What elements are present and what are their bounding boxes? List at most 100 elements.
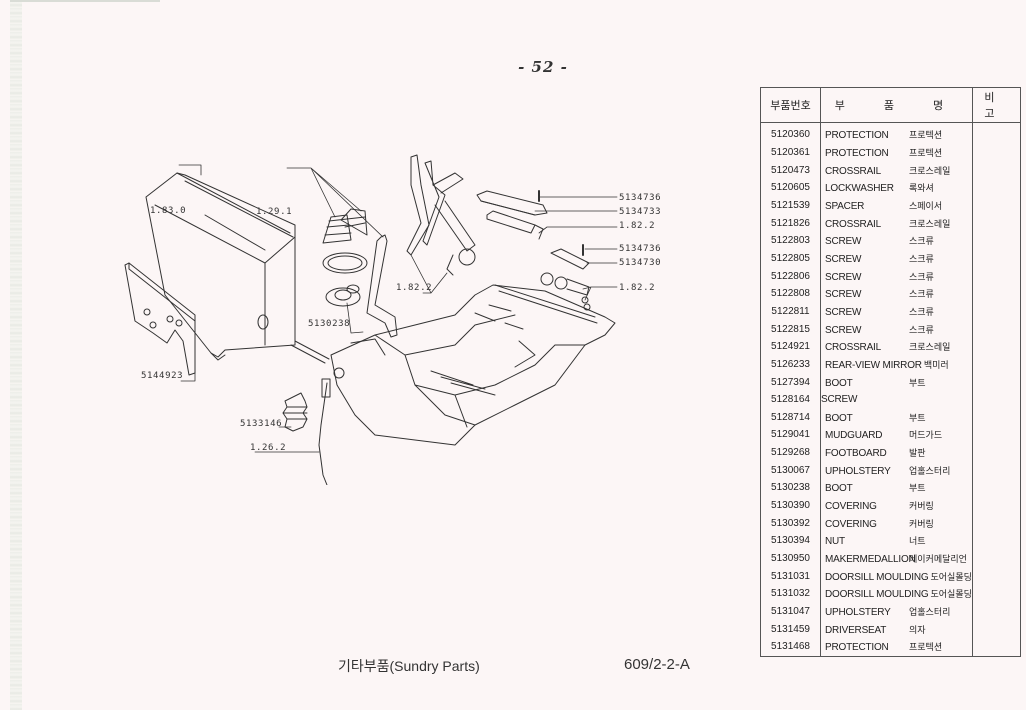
part-name-korean: 업홀스터리 bbox=[909, 607, 951, 618]
remarks-cell bbox=[972, 514, 1021, 533]
callout-5134736-top: 5134736 bbox=[619, 193, 662, 203]
part-name-english: PROTECTION bbox=[825, 130, 889, 142]
part-number-cell: 5126233 bbox=[760, 355, 821, 374]
part-name-english: MUDGUARD bbox=[825, 430, 883, 442]
part-number-cell: 5120361 bbox=[760, 143, 821, 162]
part-name-english: SPACER bbox=[825, 200, 865, 212]
remarks-cell bbox=[972, 549, 1021, 568]
remarks-cell bbox=[972, 620, 1021, 639]
part-number-cell: 5130392 bbox=[760, 514, 821, 533]
part-number-cell: 5122805 bbox=[760, 249, 821, 268]
part-name-korean: 프로텍션 bbox=[909, 642, 943, 653]
table-row: 5131047 UPHOLSTERY 업홀스터리 bbox=[760, 602, 1021, 621]
part-name-korean: 발판 bbox=[909, 448, 926, 459]
part-number-cell: 5131031 bbox=[760, 567, 821, 586]
remarks-cell bbox=[972, 320, 1021, 338]
callout-1-82-2-right: 1.82.2 bbox=[619, 283, 656, 293]
part-name-english: NUT bbox=[825, 536, 845, 548]
part-number-cell: 5128164 bbox=[760, 390, 821, 409]
part-name-english: SCREW bbox=[825, 324, 862, 336]
part-number-cell: 5124921 bbox=[760, 337, 821, 356]
boot-5133146-part bbox=[282, 392, 308, 432]
part-number-cell: 5120473 bbox=[760, 161, 821, 179]
part-number-cell: 5120605 bbox=[760, 178, 821, 197]
part-name-english: SCREW bbox=[825, 289, 862, 301]
part-number-cell: 5129268 bbox=[760, 443, 821, 462]
part-name-cell: UPHOLSTERY 업홀스터리 bbox=[820, 602, 973, 621]
parts-drawing bbox=[124, 154, 618, 485]
callout-5134730: 5134730 bbox=[619, 258, 662, 268]
remarks-cell bbox=[972, 214, 1021, 232]
callout-1-29-1: 1.29.1 bbox=[256, 207, 293, 217]
part-name-english: MAKERMEDALLION bbox=[825, 554, 916, 566]
part-name-english: SCREW bbox=[825, 253, 862, 265]
remarks-cell bbox=[972, 443, 1021, 462]
remarks-cell bbox=[972, 408, 1021, 427]
remarks-cell bbox=[972, 337, 1021, 356]
remarks-cell bbox=[972, 196, 1021, 215]
remarks-cell bbox=[972, 373, 1021, 391]
remarks-cell bbox=[972, 479, 1021, 497]
part-name-korean: 스크류 bbox=[909, 253, 934, 264]
part-name-english: CROSSRAIL bbox=[825, 165, 881, 177]
part-name-cell: MAKERMEDALLION메이커메달리언 bbox=[820, 549, 973, 568]
part-name-cell: SCREW 스크류 bbox=[820, 249, 973, 268]
remarks-cell bbox=[972, 302, 1021, 321]
remarks-cell bbox=[972, 567, 1021, 586]
part-name-cell: DRIVERSEAT 의자 bbox=[820, 620, 973, 639]
remarks-cell bbox=[972, 122, 1021, 144]
gear-boot-part bbox=[322, 208, 368, 307]
part-name-english: DRIVERSEAT bbox=[825, 624, 887, 636]
part-number-cell: 5130390 bbox=[760, 496, 821, 515]
callout-1-26-2: 1.26.2 bbox=[250, 443, 287, 453]
part-name-korean: 록와셔 bbox=[909, 183, 934, 194]
remarks-cell bbox=[972, 143, 1021, 162]
part-name-english: DOORSILL MOULDING bbox=[825, 571, 929, 583]
header-remarks: 비 고 bbox=[971, 87, 1021, 123]
part-name-korean: 커버링 bbox=[909, 518, 934, 529]
part-name-english: BOOT bbox=[825, 412, 853, 424]
callout-5133146: 5133146 bbox=[240, 419, 283, 429]
part-name-korean: 프로텍션 bbox=[909, 130, 943, 141]
part-name-korean: 의자 bbox=[909, 624, 926, 635]
remarks-cell bbox=[972, 231, 1021, 250]
part-name-english: UPHOLSTERY bbox=[825, 607, 891, 619]
floor-pan-part bbox=[290, 284, 616, 446]
part-name-korean: 스크류 bbox=[909, 289, 934, 300]
part-name-english: REAR-VIEW MIRROR bbox=[825, 359, 922, 371]
footer-section-title: 기타부품(Sundry Parts) bbox=[338, 658, 480, 674]
part-name-korean: 스페이서 bbox=[909, 200, 943, 211]
table-row: 5122805 SCREW 스크류 bbox=[760, 249, 1021, 268]
part-name-korean: 스크류 bbox=[909, 324, 934, 335]
part-name-cell: SPACER 스페이서 bbox=[820, 196, 973, 215]
part-number-cell: 5122811 bbox=[760, 302, 821, 321]
scan-top-edge bbox=[10, 0, 160, 2]
cable-part bbox=[318, 378, 331, 485]
part-number-cell: 5131047 bbox=[760, 602, 821, 621]
part-name-korean: 크로스레일 bbox=[909, 218, 951, 229]
part-name-cell: SCREW 스크류 bbox=[820, 320, 973, 338]
part-number-cell: 5130950 bbox=[760, 549, 821, 568]
part-name-english: BOOT bbox=[825, 377, 853, 389]
part-name-korean: 부트 bbox=[909, 483, 926, 494]
part-name-korean: 스크류 bbox=[909, 306, 934, 317]
header-part-name: 부 품 명 bbox=[820, 87, 973, 123]
